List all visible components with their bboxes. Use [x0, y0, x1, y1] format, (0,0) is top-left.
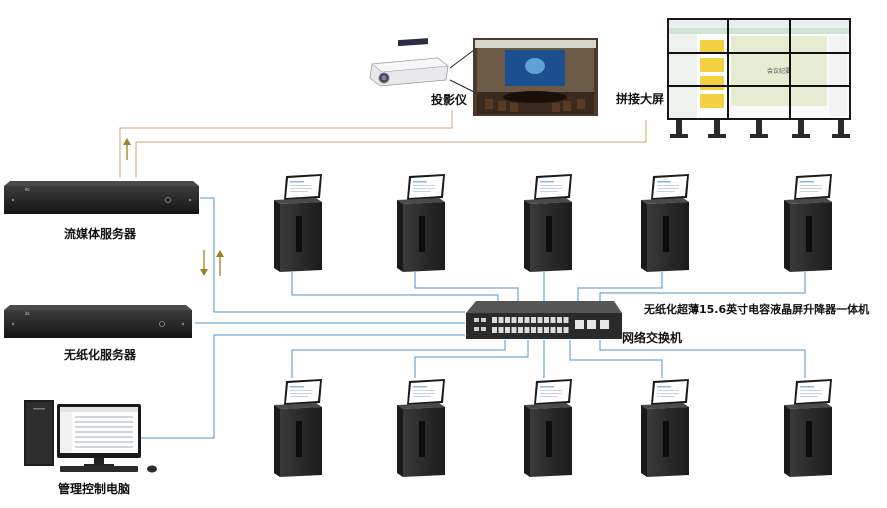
line-top-2 [414, 272, 519, 305]
switch-port [557, 317, 562, 323]
projector-beam-bottom [449, 79, 475, 93]
line-media-to-switch [200, 197, 465, 313]
switch-port [537, 317, 543, 323]
switch-port [550, 327, 556, 333]
switch-port [492, 327, 497, 333]
switch-port [524, 317, 530, 323]
line-top-1 [291, 272, 499, 305]
line-top-5 [599, 272, 806, 305]
switch-port [518, 327, 523, 333]
switch-port [505, 317, 510, 323]
switch-port [518, 317, 523, 323]
projector-beam-top [449, 49, 475, 69]
paperless-terminal [397, 379, 445, 477]
media-server: itc [4, 181, 199, 214]
video-wall: 会议纪要 [667, 18, 851, 138]
media-server-brand: itc [25, 187, 30, 192]
switch-port [498, 327, 504, 333]
paperless-terminal [524, 174, 572, 272]
switch-port [498, 317, 504, 323]
line-bot-4 [569, 340, 663, 378]
paperless-terminal [274, 174, 322, 272]
paperless-server-brand: itc [25, 311, 30, 316]
label-media-server: 流媒体服务器 [64, 226, 137, 241]
switch-port [563, 317, 569, 323]
switch-port [524, 327, 530, 333]
switch-port [531, 327, 536, 333]
label-video-wall: 拼接大屏 [616, 91, 664, 106]
line-bot-2 [414, 340, 529, 378]
label-switch: 网络交换机 [622, 330, 682, 345]
label-terminal: 无纸化超薄15.6英寸电容液晶屏升降器一体机 [643, 302, 869, 316]
terminals-bottom-row [274, 379, 832, 477]
paperless-terminal [641, 174, 689, 272]
paperless-terminal [274, 379, 322, 477]
signal-arrows [123, 138, 224, 276]
switch-port [557, 327, 562, 333]
switch-port [550, 317, 556, 323]
line-media-to-wall [135, 120, 647, 178]
switch-port [544, 317, 549, 323]
label-projector: 投影仪 [431, 92, 468, 107]
switch-port [563, 327, 569, 333]
line-bot-5 [599, 340, 806, 378]
video-wall-screen-title: 会议纪要 [767, 67, 791, 75]
switch-port [537, 327, 543, 333]
label-admin-pc: 管理控制电脑 [58, 481, 130, 496]
label-paperless-server: 无纸化服务器 [63, 347, 137, 362]
paperless-terminal [784, 379, 832, 477]
paperless-server: itc [4, 305, 192, 338]
switch-port [492, 317, 497, 323]
projector [369, 38, 449, 87]
terminals-top-row [274, 174, 832, 272]
switch-port [544, 327, 549, 333]
switch-port [511, 317, 517, 323]
paperless-terminal [641, 379, 689, 477]
paperless-terminal [784, 174, 832, 272]
admin-pc [24, 400, 157, 473]
network-switch [466, 301, 622, 339]
meeting-room-screen [473, 38, 598, 116]
line-bot-1 [291, 340, 506, 378]
line-media-to-projector [119, 110, 453, 178]
paperless-terminal [397, 174, 445, 272]
paperless-terminal [524, 379, 572, 477]
switch-port [511, 327, 517, 333]
switch-port [505, 327, 510, 333]
line-top-4 [577, 272, 663, 305]
line-pc-to-switch [138, 334, 465, 439]
switch-port [531, 317, 536, 323]
